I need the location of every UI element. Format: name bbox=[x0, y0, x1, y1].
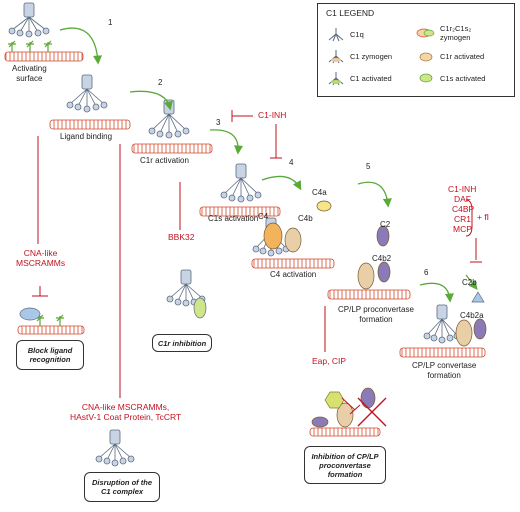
membrane-3 bbox=[131, 143, 213, 154]
arrow-step-3 bbox=[209, 129, 244, 155]
c4a-icon bbox=[316, 200, 332, 212]
ligand-icon bbox=[8, 40, 16, 52]
c1-zymogen-icon bbox=[328, 50, 344, 64]
step-number-3: 3 bbox=[216, 118, 221, 127]
c1-bound-4 bbox=[220, 163, 262, 203]
label-c4b: C4b bbox=[298, 214, 313, 223]
legend-item-c1-zymogen: C1 zymogen bbox=[350, 52, 393, 61]
c1r2c1s2-icon bbox=[416, 28, 435, 38]
box-block-ligand: Block ligand recognition bbox=[16, 340, 84, 370]
label-cna-like-mscramms: CNA-like MSCRAMMs bbox=[16, 248, 66, 268]
mscramm-icon bbox=[19, 307, 41, 321]
label-c2: C2 bbox=[380, 220, 391, 229]
cross-icon bbox=[357, 397, 387, 427]
label-regulator-daf: DAF bbox=[454, 194, 471, 204]
c4b-icon bbox=[284, 227, 302, 253]
membranes bbox=[4, 51, 486, 437]
c1r-activated-icon bbox=[419, 52, 433, 62]
c1-convertase bbox=[423, 304, 461, 344]
label-c1-inh: C1-INH bbox=[258, 110, 287, 120]
c1q-icon bbox=[328, 28, 344, 42]
label-bbk32: BBK32 bbox=[168, 232, 195, 242]
c4b2a-c2a-icon bbox=[473, 318, 487, 340]
bbk32-icon bbox=[193, 297, 207, 319]
label-c4: C4 bbox=[258, 212, 269, 221]
eap-c4b-icon bbox=[336, 402, 354, 428]
step-number-6: 6 bbox=[424, 268, 429, 277]
label-regulator-c1-inh: C1-INH bbox=[448, 184, 477, 194]
label-regulator-cr1: CR1 bbox=[454, 214, 472, 224]
legend-item-c1r-activated: C1r activated bbox=[440, 52, 485, 61]
inhibition-lines bbox=[32, 110, 482, 415]
step-number-4: 4 bbox=[289, 158, 294, 167]
c1-free bbox=[8, 2, 50, 38]
c1-disrupted bbox=[95, 429, 135, 467]
c4b2-c2-icon bbox=[377, 261, 391, 283]
complement-proteins bbox=[263, 200, 487, 428]
c1-activated-icon bbox=[328, 72, 344, 86]
label-regulator-mcp: MCP bbox=[453, 224, 472, 234]
label-activating-surface: Activating surface bbox=[12, 64, 47, 83]
label-eap-cip: Eap, CIP bbox=[312, 356, 347, 366]
arrow-step-5 bbox=[357, 181, 392, 208]
c4b2-c4b-icon bbox=[357, 262, 375, 290]
membrane-inh bbox=[17, 325, 85, 335]
step-number-1: 1 bbox=[108, 18, 113, 27]
progression-arrows bbox=[59, 27, 478, 303]
membrane-inh2 bbox=[309, 427, 381, 437]
legend-panel: C1 LEGEND C1q C1 zymogen C1 activated C1… bbox=[317, 3, 515, 97]
arrow-step-2 bbox=[129, 90, 173, 111]
cip-icon bbox=[311, 416, 329, 428]
legend-item-c1s-activated: C1s activated bbox=[440, 74, 486, 83]
legend-item-c1-activated: C1 activated bbox=[350, 74, 392, 83]
box-c1r-inhibition: C1r inhibition bbox=[152, 334, 212, 352]
membrane-6 bbox=[327, 289, 411, 300]
label-ligand-binding: Ligand binding bbox=[60, 132, 113, 141]
arrow-c2b bbox=[465, 274, 478, 291]
ligands bbox=[8, 40, 64, 326]
c1s-activated-icon bbox=[419, 73, 433, 83]
label-c4b2a: C4b2a bbox=[460, 311, 484, 320]
label-fi: + fI bbox=[477, 212, 490, 222]
box-inhibition-proconvertase: Inhibition of CP/LP proconvertase format… bbox=[304, 446, 386, 484]
label-convertase: CP/LP convertase formation bbox=[412, 361, 477, 380]
eap-c2-icon bbox=[360, 387, 376, 409]
arrow-step-6 bbox=[419, 282, 454, 303]
label-c4b2: C4b2 bbox=[372, 254, 392, 263]
legend-item-c1r2c1s2: C1r₂C1s₂ zymogen bbox=[440, 24, 472, 42]
eap-icon bbox=[324, 391, 345, 409]
membrane-4 bbox=[199, 206, 281, 217]
label-c1r-activation: C1r activation bbox=[140, 156, 189, 165]
c4b2a-c4b-icon bbox=[455, 319, 473, 347]
c2-icon bbox=[376, 225, 390, 247]
label-c1s-activation: C1s activation bbox=[208, 214, 259, 223]
membrane-7 bbox=[399, 347, 486, 358]
membrane-5 bbox=[251, 258, 335, 269]
membrane-1 bbox=[4, 51, 84, 62]
legend-item-c1q: C1q bbox=[350, 30, 364, 39]
label-c4a: C4a bbox=[312, 188, 327, 197]
arrow-step-1 bbox=[59, 27, 103, 65]
c2b-icon bbox=[471, 291, 485, 303]
membrane-2 bbox=[49, 119, 131, 130]
ligand-icon bbox=[26, 40, 34, 52]
label-c2b: C2b bbox=[462, 278, 477, 287]
ligand-icon bbox=[56, 314, 64, 326]
label-proconvertase: CP/LP proconvertase formation bbox=[338, 305, 414, 324]
legend-title: C1 LEGEND bbox=[326, 8, 375, 18]
arrow-step-4 bbox=[261, 175, 302, 191]
c4-icon bbox=[263, 222, 283, 250]
label-disruptors: CNA-like MSCRAMMs, HAstV-1 Coat Protein,… bbox=[70, 402, 182, 422]
ligand-icon bbox=[44, 40, 52, 52]
box-disruption: Disruption of the C1 complex bbox=[84, 472, 160, 502]
step-number-2: 2 bbox=[158, 78, 163, 87]
label-regulator-c4bp: C4BP bbox=[452, 204, 475, 214]
step-number-5: 5 bbox=[366, 162, 371, 171]
c1-bound-2 bbox=[66, 74, 108, 113]
label-c4-activation: C4 activation bbox=[270, 270, 317, 279]
